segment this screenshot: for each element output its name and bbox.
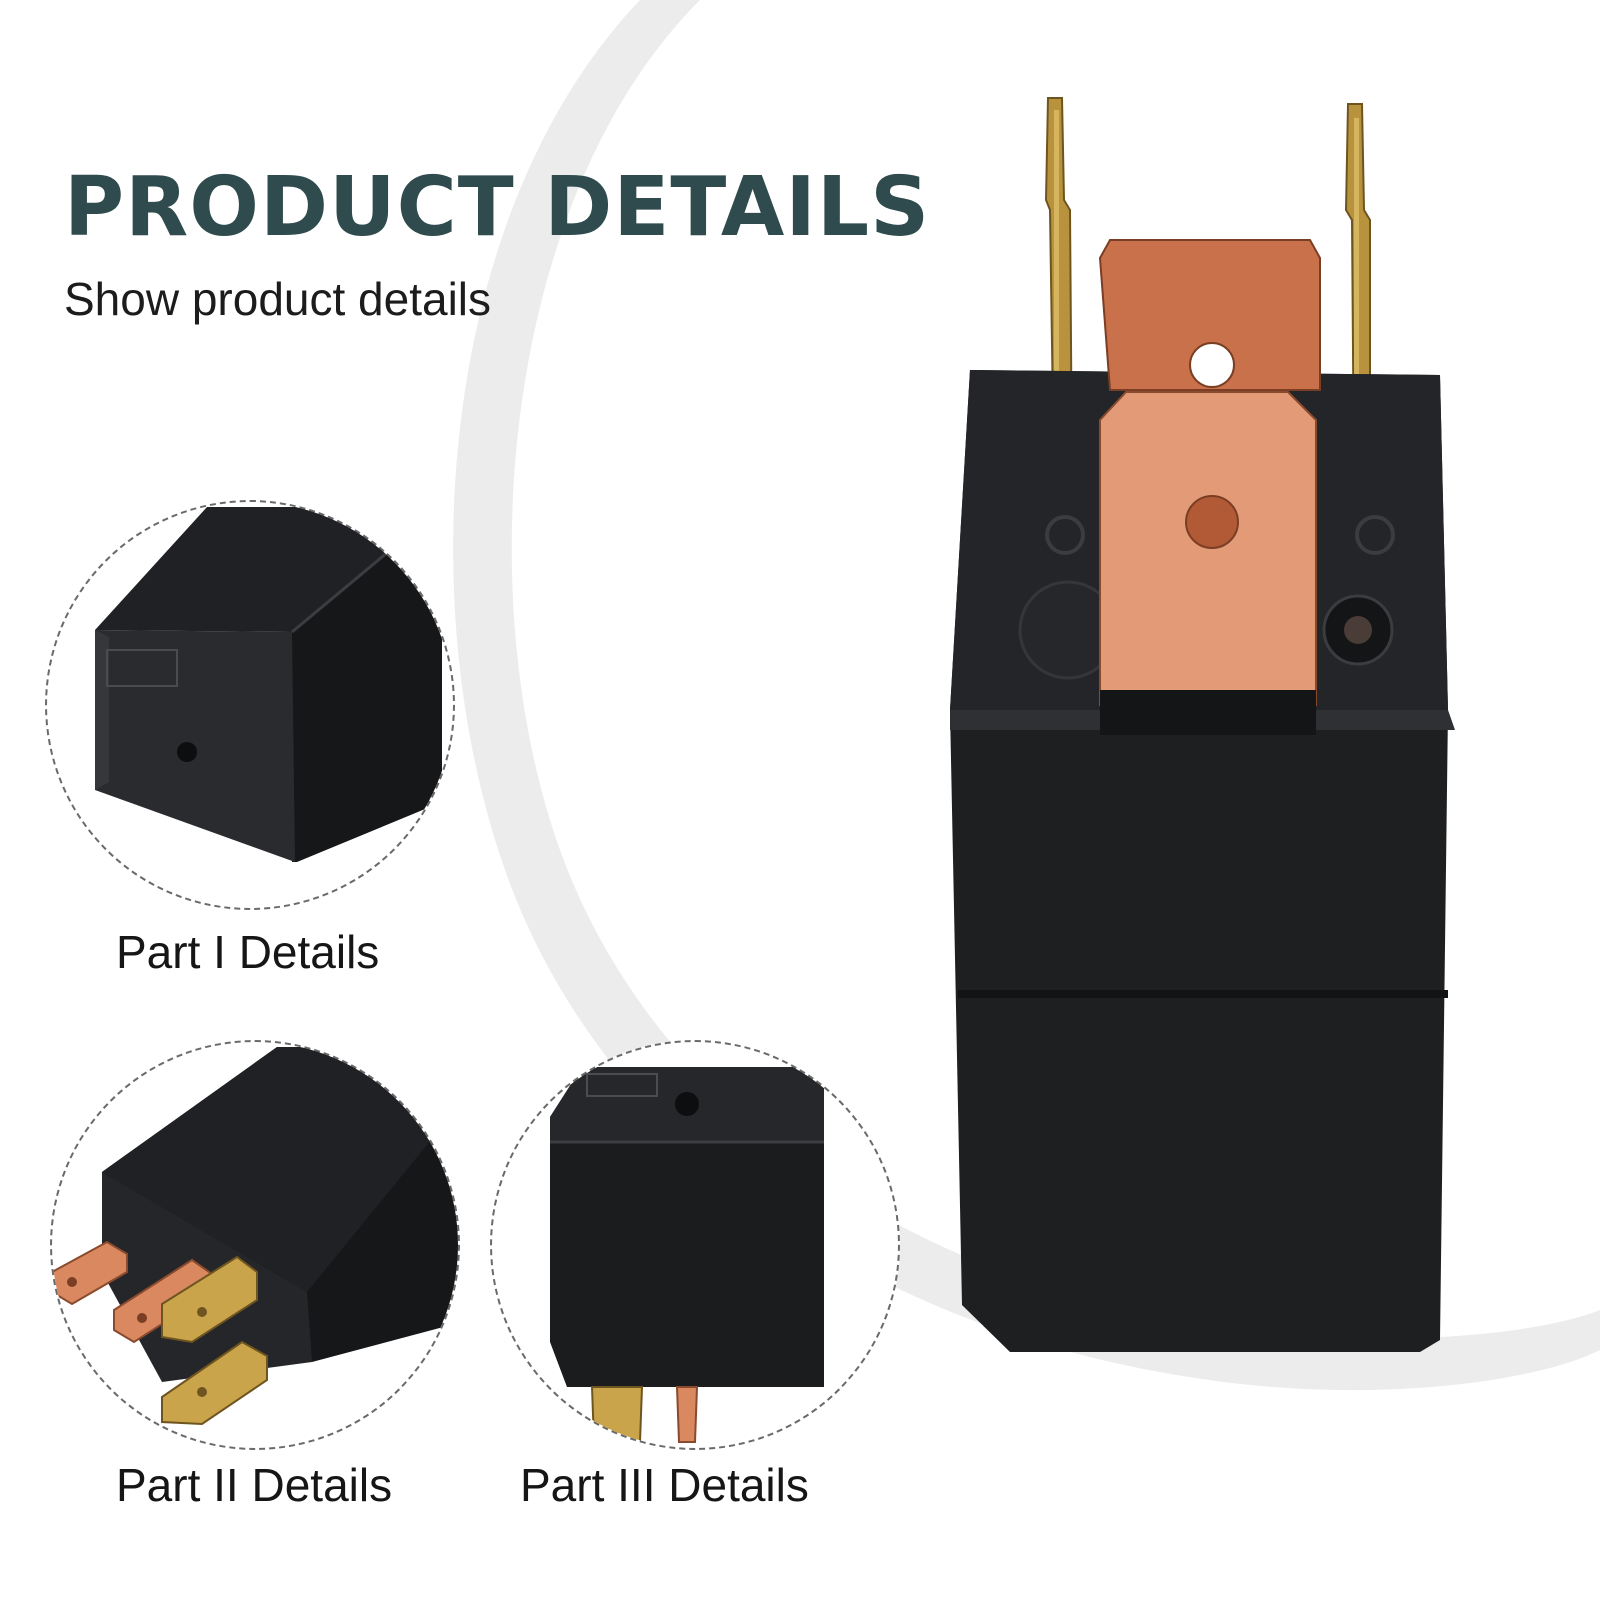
page-title: PRODUCT DETAILS	[64, 160, 931, 255]
brass-pin-1	[161, 1255, 258, 1344]
part-3-caption: Part III Details	[520, 1459, 809, 1511]
relay-body	[950, 370, 1455, 1352]
part-2-detail-image	[50, 1040, 460, 1450]
copper-terminal-front	[1099, 391, 1317, 735]
part-1-detail-image	[45, 500, 455, 910]
part-1-caption: Part I Details	[116, 926, 380, 978]
brass-pin-2	[161, 1340, 268, 1426]
copper-terminal-back	[1098, 239, 1321, 391]
page-subtitle: Show product details	[64, 273, 492, 325]
part-3-detail-image	[490, 1040, 900, 1450]
part-2-caption: Part II Details	[116, 1459, 393, 1511]
copper-pin-1	[52, 1240, 128, 1306]
relay-main-image	[950, 97, 1455, 1352]
